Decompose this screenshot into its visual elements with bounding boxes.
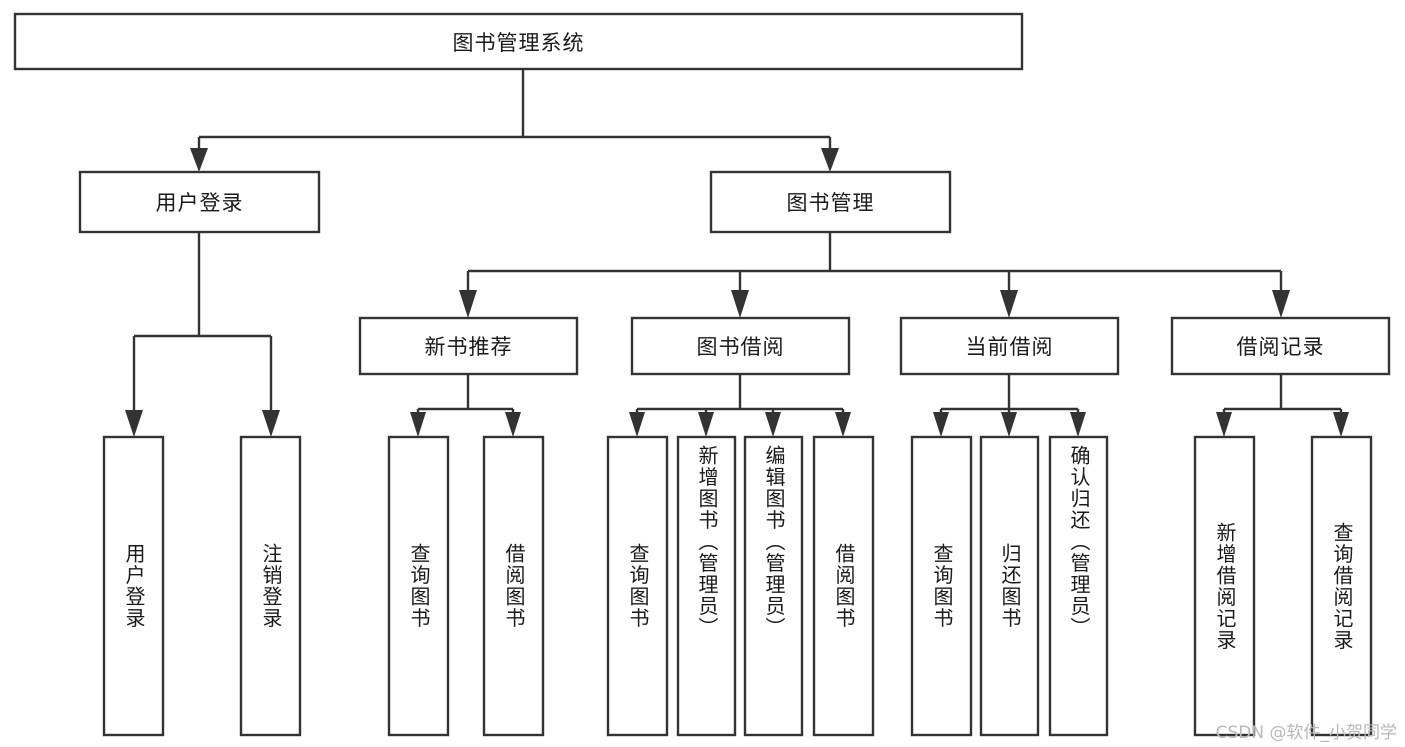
arrowhead-bookborrow-leaf-2 [698,412,714,437]
arrowhead-borrowrecord-leaf-1 [1216,412,1232,437]
arrowhead-to-book-borrow [731,290,749,318]
node-book-borrow-box[interactable] [630,316,851,376]
leaf-box-bookborrow-3[interactable] [743,435,804,737]
node-book-manage-box[interactable] [709,170,952,234]
leaf-box-borrowrecord-1[interactable] [1193,435,1256,737]
arrowhead-to-user-login [190,148,208,172]
leaf-box-borrowrecord-2[interactable] [1310,435,1373,737]
arrowhead-currentborrow-leaf-2 [1001,412,1017,437]
arrowhead-to-borrow-record [1272,290,1290,318]
arrowhead-currentborrow-leaf-3 [1070,412,1086,437]
leaf-box-currentborrow-1[interactable] [910,435,973,737]
arrowhead-to-book-manage [821,148,839,172]
leaf-box-bookborrow-2[interactable] [676,435,737,737]
arrowhead-newbook-leaf-2 [505,412,521,437]
leaf-box-bookborrow-4[interactable] [812,435,875,737]
arrowhead-bookborrow-leaf-4 [835,412,851,437]
arrowhead-to-current-borrow [1000,290,1018,318]
leaf-box-currentborrow-3[interactable] [1048,435,1109,737]
arrowhead-newbook-leaf-1 [410,412,426,437]
arrowhead-to-new-book-recommend [459,290,477,318]
leaf-box-user-login-1[interactable] [102,435,165,737]
leaf-box-bookborrow-1[interactable] [606,435,669,737]
node-user-login-box[interactable] [78,170,321,234]
leaf-box-currentborrow-2[interactable] [979,435,1040,737]
arrowhead-bookborrow-leaf-1 [629,412,645,437]
leaf-box-newbook-1[interactable] [387,435,450,737]
arrowhead-borrowrecord-leaf-2 [1333,412,1349,437]
node-current-borrow-box[interactable] [899,316,1120,376]
arrowhead-bookborrow-leaf-3 [765,412,781,437]
arrowhead-user-login-leaf-1 [125,410,143,437]
leaf-box-newbook-2[interactable] [482,435,545,737]
node-root-box[interactable] [13,12,1024,71]
node-borrow-record-box[interactable] [1170,316,1391,376]
arrowhead-user-login-leaf-2 [262,410,280,437]
leaf-box-user-login-2[interactable] [239,435,302,737]
arrowhead-currentborrow-leaf-1 [933,412,949,437]
node-new-book-recommend-box[interactable] [358,316,579,376]
